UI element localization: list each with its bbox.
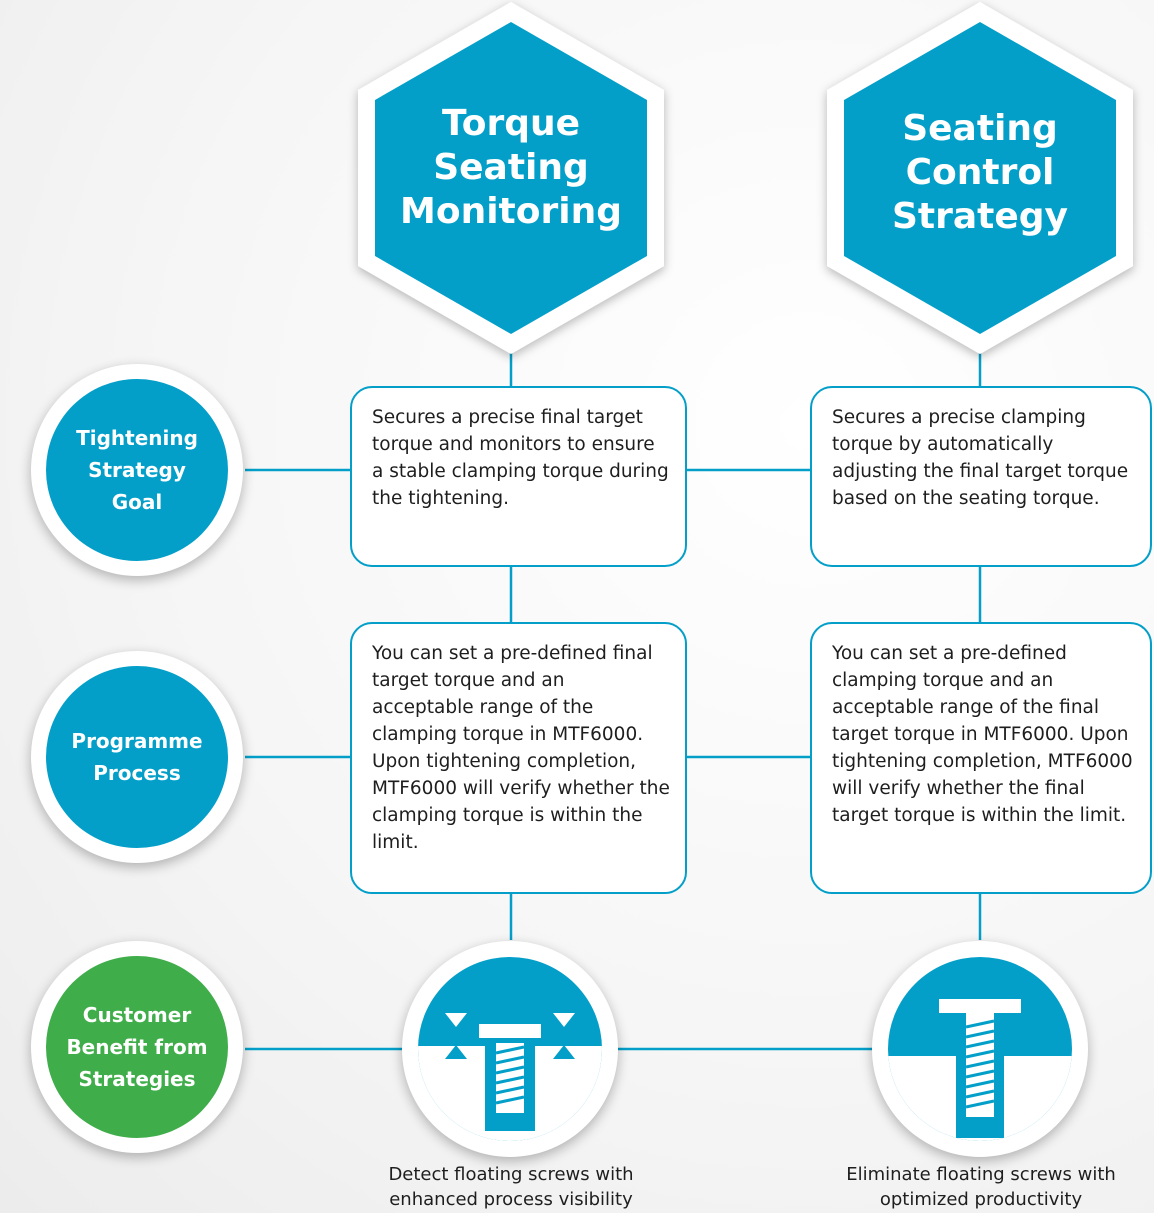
hexagon-seating-control	[827, 2, 1133, 354]
column-title-seating-control-strategy: Seating Control Strategy	[891, 108, 1069, 237]
hexagon-torque-seating	[358, 2, 664, 354]
process-box-seating-control: You can set a pre-defined clamping torqu…	[810, 622, 1152, 894]
row-label-process: Programme Process	[46, 666, 228, 848]
row-label-process-circle: Programme Process	[31, 651, 243, 863]
goal-box-seating-control: Secures a precise clamping torque by aut…	[810, 386, 1152, 567]
row-label-goal-circle: Tightening Strategy Goal	[31, 364, 243, 576]
floating-screw-detect-icon	[402, 941, 618, 1157]
benefit-caption-seating-control: Eliminate floating screws with optimized…	[846, 1164, 1116, 1210]
row-label-benefit: Customer Benefit from Strategies	[46, 956, 228, 1138]
seated-screw-icon	[872, 941, 1088, 1157]
column-title-torque-seating-monitoring: Torque Seating Monitoring	[400, 103, 622, 232]
benefit-caption-torque-seating: Detect floating screws with enhanced pro…	[388, 1164, 634, 1210]
row-label-goal: Tightening Strategy Goal	[46, 379, 228, 561]
process-box-torque-seating: You can set a pre-defined final target t…	[350, 622, 687, 894]
goal-box-torque-seating: Secures a precise final target torque an…	[350, 386, 687, 567]
row-label-benefit-circle: Customer Benefit from Strategies	[31, 941, 243, 1153]
